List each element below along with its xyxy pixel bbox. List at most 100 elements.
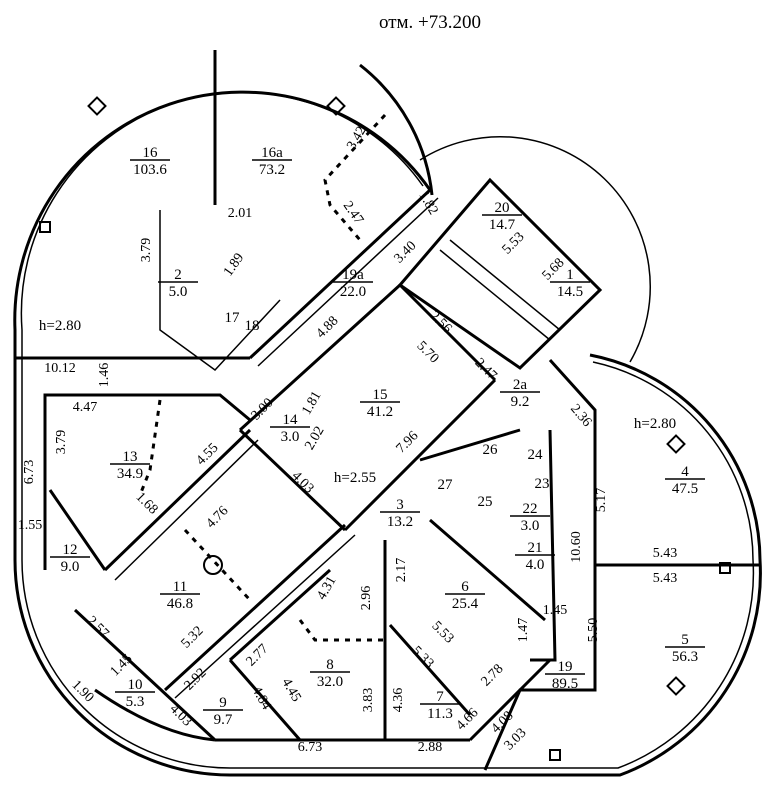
room-area: 5.0 [169, 284, 188, 300]
dimension-label: 2.57 [84, 614, 112, 642]
room-number: 16 [143, 145, 159, 161]
room-number: 13 [123, 449, 138, 465]
labels: отм. +73.200 h=2.80 h=2.80 h=2.55 16103.… [18, 12, 705, 755]
room-label: 129.0 [50, 542, 90, 575]
dimension-label: 2.96 [359, 586, 374, 611]
dimension-label: 4.31 [314, 574, 339, 603]
room-number: 3 [396, 497, 404, 513]
dimension-label: 4.84 [248, 684, 273, 713]
dimension-label: 6.73 [298, 740, 323, 755]
room-area: 46.8 [167, 596, 193, 612]
dimension-label: 2.88 [418, 740, 443, 755]
dimension-label: 5.50 [586, 618, 601, 643]
dimension-label: 5.70 [414, 339, 442, 367]
dimension-label: 4.03 [289, 469, 317, 497]
room-area: 103.6 [133, 162, 167, 178]
dimension-label: 3.79 [54, 430, 69, 455]
room-number: 14 [283, 412, 299, 428]
room-number: 19а [342, 267, 364, 283]
dimension-label: 4.45 [278, 676, 303, 705]
dimension-label: 1.81 [299, 389, 324, 418]
room-number: 5 [681, 632, 689, 648]
dimension-label: 5.53 [500, 230, 528, 258]
room-label: 711.3 [420, 689, 460, 722]
room-area: 25.4 [452, 596, 479, 612]
room-area: 11.3 [427, 706, 453, 722]
dimension-label: 7.96 [394, 429, 422, 457]
room-label: 223.0 [510, 501, 550, 534]
dimension-label: 1.82 [415, 189, 440, 218]
room-number: 8 [326, 657, 334, 673]
room-label: 105.3 [115, 677, 155, 710]
dimension-label: 2.02 [302, 424, 327, 453]
room-label: 25.0 [158, 267, 198, 300]
dimension-label: 4.55 [194, 441, 222, 469]
room-area: 5.3 [126, 694, 145, 710]
dimension-label: 4.76 [204, 504, 232, 532]
dimension-label: 4.66 [454, 706, 482, 734]
room-number: 2 [174, 267, 182, 283]
room-number: 2а [513, 377, 528, 393]
room-area: 3.0 [521, 518, 540, 534]
dimension-label: 5.33 [409, 644, 437, 672]
room-area: 4.0 [526, 557, 545, 573]
dimension-label: 5.43 [653, 546, 678, 561]
dimension-label: 2.78 [479, 662, 507, 690]
room-number: 7 [436, 689, 444, 705]
room-label: 214.0 [515, 540, 555, 573]
room-area: 56.3 [672, 649, 698, 665]
room-area: 89.5 [552, 676, 578, 692]
room-label: 556.3 [665, 632, 705, 665]
dimension-label: 1.45 [543, 603, 568, 618]
room-number: 16а [261, 145, 283, 161]
room-number: 23 [535, 476, 550, 492]
room-label: 832.0 [310, 657, 350, 690]
room-area: 47.5 [672, 481, 698, 497]
room-number: 26 [483, 442, 499, 458]
columns [39, 96, 731, 761]
dimension-label: 4.88 [314, 314, 342, 342]
dimension-label: 3.40 [392, 239, 420, 267]
dimension-label: 5.17 [594, 488, 609, 513]
room-area: 14.5 [557, 284, 583, 300]
room-area: 9.2 [511, 394, 530, 410]
dimension-label: 10.60 [569, 531, 584, 563]
room-number: 18 [245, 318, 260, 334]
ceiling-height: h=2.80 [634, 416, 676, 432]
room-number: 27 [438, 477, 454, 493]
room-label: 99.7 [203, 695, 243, 728]
room-number: 19 [558, 659, 573, 675]
dimension-label: 3.83 [361, 688, 376, 713]
dimension-label: 3.79 [139, 238, 154, 263]
room-number: 9 [219, 695, 227, 711]
dimension-label: 1.45 [108, 652, 136, 680]
outer-walls [13, 63, 762, 777]
room-number: 12 [63, 542, 78, 558]
room-number: 15 [373, 387, 388, 403]
room-number: 24 [528, 447, 544, 463]
room-number: 6 [461, 579, 469, 595]
dashed-beams [138, 113, 387, 642]
interior-walls [15, 50, 760, 771]
room-area: 9.7 [214, 712, 233, 728]
ceiling-height: h=2.55 [334, 470, 376, 486]
room-area: 14.7 [489, 217, 516, 233]
room-area: 9.0 [61, 559, 80, 575]
dimension-label: 5.68 [540, 256, 568, 284]
room-area: 41.2 [367, 404, 393, 420]
room-label: 625.4 [445, 579, 485, 612]
dimension-label: 1.90 [69, 678, 97, 706]
room-number: 17 [225, 310, 241, 326]
elevation-title: отм. +73.200 [379, 12, 481, 33]
room-area: 13.2 [387, 514, 413, 530]
dimension-label: 1.46 [97, 363, 112, 388]
dimension-label: 1.68 [133, 490, 161, 518]
dimension-label: 2.01 [228, 206, 253, 221]
dimension-label: 5.32 [179, 624, 207, 652]
